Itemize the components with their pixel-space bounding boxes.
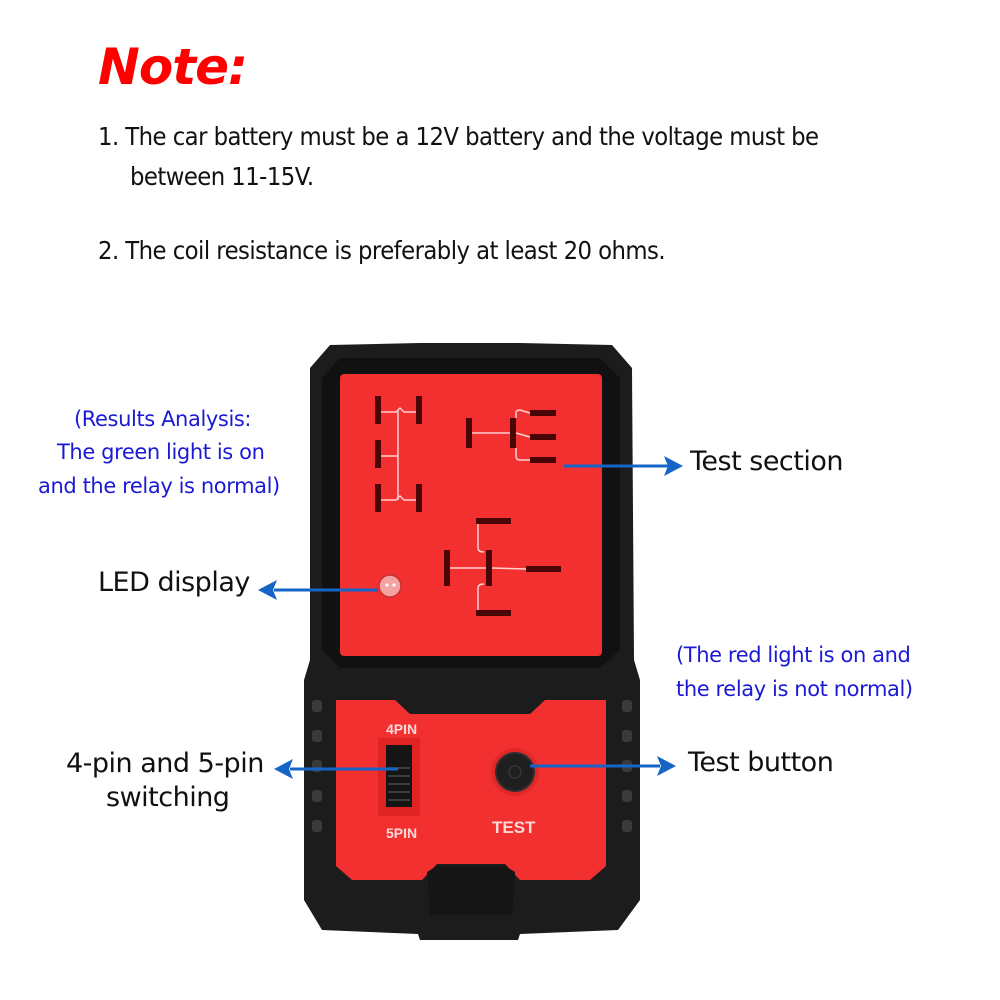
results-analysis-line-2: The green light is on [57,440,265,464]
arrow-left-icon [258,580,277,600]
results-analysis-line-1: (Results Analysis: [74,407,252,431]
arrow-right-icon [657,756,676,776]
led-display-label: LED display [98,567,250,598]
switch-label-4pin: 4PIN [386,721,417,737]
note-title: Note: [98,38,248,96]
red-light-line-2: the relay is not normal) [676,677,913,701]
arrow-left-icon [274,759,293,779]
test-button-callout-label: Test button [688,747,834,778]
led-indicator [378,574,402,598]
note-item-1-line-2: between 11-15V. [130,162,314,191]
results-analysis-line-3: and the relay is normal) [38,474,280,498]
relay-socket-slots [375,396,561,616]
note-item-2: 2. The coil resistance is preferably at … [98,236,666,265]
test-section-panel [340,374,602,656]
test-section-label: Test section [690,446,844,477]
circuit-traces [381,406,531,610]
arrow-right-icon [664,456,683,476]
red-light-line-1: (The red light is on and [676,643,911,667]
switch-label-5pin: 5PIN [386,825,417,841]
test-button-label: TEST [492,818,536,837]
pin-switch-label-line-2: switching [106,782,230,813]
test-button [495,752,535,792]
note-item-1-line-1: 1. The car battery must be a 12V battery… [98,122,819,151]
grip-ribs-right [622,700,632,832]
arrows [258,456,683,779]
pin-switch-label-line-1: 4-pin and 5-pin [66,748,264,779]
control-panel [336,700,606,880]
